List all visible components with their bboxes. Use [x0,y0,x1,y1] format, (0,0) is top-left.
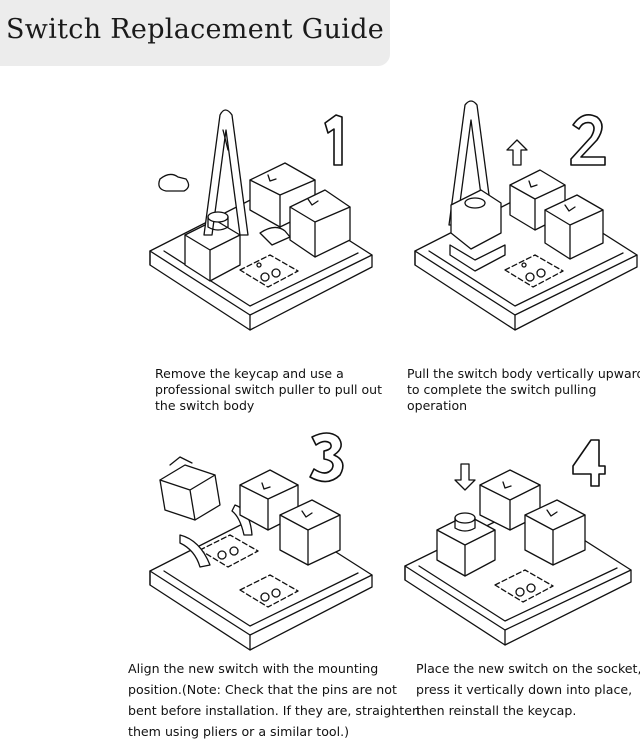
step-1-caption: Remove the keycap and use a professional… [155,366,382,414]
caption-line: position.(Note: Check that the pins are … [128,682,397,697]
step-1-illustration [149,109,373,331]
caption-line: press it vertically down into place, [416,682,633,697]
step-2-caption: Pull the switch body vertically upward t… [407,366,640,414]
caption-line: Pull the switch body vertically upward [407,366,640,381]
step-2-illustration [414,100,638,331]
caption-line: Align the new switch with the mounting [128,661,379,676]
caption-line: professional switch puller to pull out [155,382,382,397]
step-3-caption: Align the new switch with the mounting p… [128,658,420,742]
caption-line: operation [407,398,468,413]
caption-line: the switch body [155,398,255,413]
caption-line: them using pliers or a similar tool.) [128,724,350,739]
step-3-illustration [149,432,373,651]
caption-line: to complete the switch pulling [407,382,597,397]
caption-line: then reinstall the keycap. [416,703,577,718]
page-title: Switch Replacement Guide [6,14,385,45]
caption-line: Remove the keycap and use a [155,366,344,381]
step-4-caption: Place the new switch on the socket, pres… [416,658,640,721]
caption-line: bent before installation. If they are, s… [128,703,420,718]
title-banner: Switch Replacement Guide [0,0,390,66]
caption-line: Place the new switch on the socket, [416,661,640,676]
step-4-illustration [404,439,632,646]
